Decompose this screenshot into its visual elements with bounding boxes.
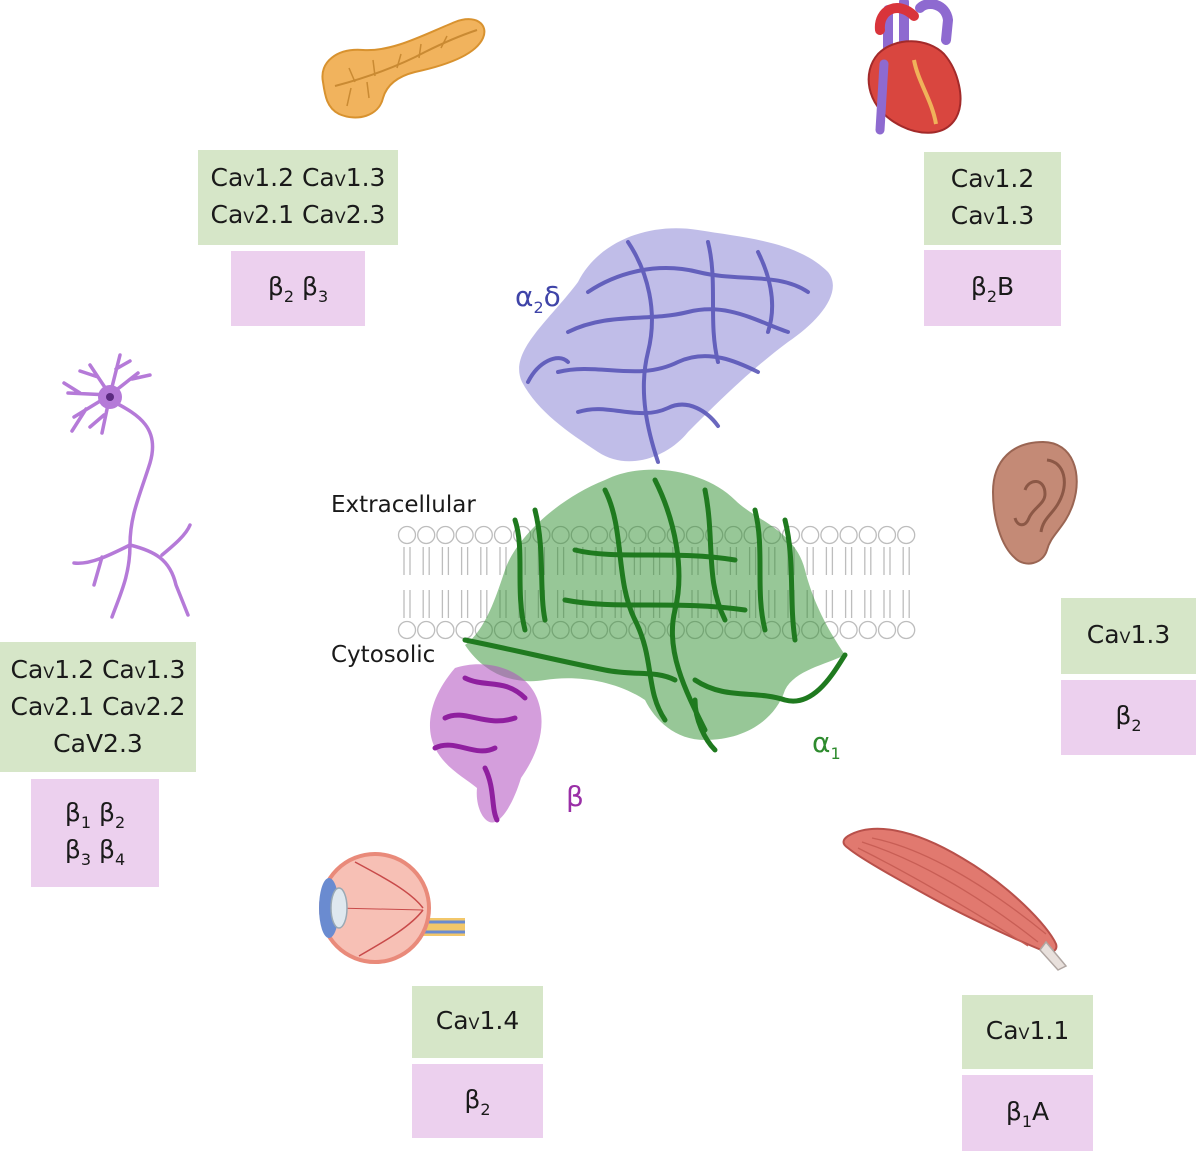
beta-label: β (566, 780, 584, 813)
eye-icon (319, 852, 465, 964)
alpha2delta-subunit (519, 228, 833, 464)
isoform-line: β3 β4 (65, 833, 125, 870)
isoform-token: CaV1.4 (435, 1005, 520, 1035)
neuron-icon (62, 353, 192, 619)
heart-beta-box: β2B (924, 250, 1061, 326)
isoform-line: CaV1.2 CaV1.3 (211, 161, 386, 198)
extracellular-label: Extracellular (331, 492, 476, 518)
isoform-token: CaV1.2 (10, 655, 95, 684)
eye-cav-box: CaV1.4 (412, 986, 543, 1058)
isoform-line: β2 (1115, 699, 1141, 736)
isoform-token: β1A (1005, 1096, 1050, 1131)
isoform-line: CaV2.1 CaV2.3 (211, 198, 386, 235)
muscle-cav-box: CaV1.1 (962, 995, 1093, 1069)
isoform-line: CaV1.4 (436, 1004, 520, 1041)
isoform-line: CaV1.3 (951, 199, 1035, 236)
alpha2delta-label: α2δ (515, 280, 561, 317)
isoform-token: CaV2.2 (101, 692, 186, 721)
isoform-token: CaV2.3 (301, 199, 386, 229)
isoform-token: CaV1.1 (985, 1015, 1070, 1045)
ear-icon (991, 440, 1078, 565)
isoform-token: CaV1.3 (1086, 619, 1171, 649)
isoform-token: CaV1.2 (950, 163, 1035, 193)
isoform-token: CaV1.3 (301, 162, 386, 192)
isoform-token: β2 (98, 798, 126, 832)
isoform-token: β2 (267, 272, 295, 306)
isoform-token: β2 (1115, 701, 1142, 735)
alpha1-subunit (462, 469, 848, 753)
beta-subunit (429, 664, 542, 823)
isoform-line: CaV1.2 CaV1.3 (11, 653, 186, 690)
isoform-token: β3 (301, 272, 329, 306)
skeletal-muscle-icon (842, 827, 1068, 971)
isoform-line: β2B (971, 270, 1014, 307)
isoform-token: CaV1.2 (210, 162, 295, 192)
isoform-token: CaV1.3 (101, 655, 186, 684)
isoform-token: β3 (64, 835, 92, 869)
isoform-line: β2 (464, 1083, 490, 1120)
cytosolic-label: Cytosolic (331, 642, 436, 668)
isoform-token: β2B (970, 271, 1015, 306)
isoform-line: CaV2.1 CaV2.2 (11, 690, 186, 727)
ear-beta-box: β2 (1061, 680, 1196, 755)
pancreas-icon (321, 18, 486, 119)
isoform-line: CaV1.3 (1087, 618, 1171, 655)
ear-cav-box: CaV1.3 (1061, 598, 1196, 674)
isoform-line: β2 β3 (268, 270, 328, 307)
eye-beta-box: β2 (412, 1064, 543, 1138)
isoform-token: β2 (464, 1084, 491, 1119)
muscle-beta-box: β1A (962, 1075, 1093, 1151)
isoform-token: CaV2.1 (210, 199, 295, 229)
isoform-line: CaV2.3 (53, 727, 143, 761)
pancreas-beta-box: β2 β3 (231, 251, 365, 326)
alpha1-label: α1 (812, 726, 841, 763)
isoform-line: β1A (1006, 1095, 1049, 1132)
isoform-token: β4 (98, 835, 126, 869)
isoform-token: CaV2.1 (10, 692, 95, 721)
isoform-token: β1 (64, 798, 92, 832)
isoform-line: CaV1.2 (951, 162, 1035, 199)
isoform-token: CaV2.3 (53, 729, 143, 758)
isoform-token: CaV1.3 (950, 200, 1035, 230)
isoform-line: β1 β2 (65, 796, 125, 833)
isoform-line: CaV1.1 (986, 1014, 1070, 1051)
heart-icon (867, 0, 962, 135)
